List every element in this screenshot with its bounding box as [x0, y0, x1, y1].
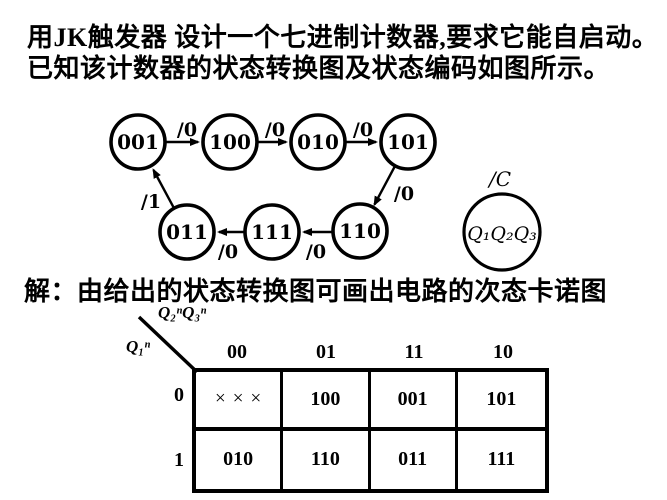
- problem-line-1: 用JK触发器 设计一个七进制计数器,要求它能自启动。: [27, 23, 659, 52]
- kmap-diagonal-line: [137, 315, 199, 374]
- state-node-101: [379, 113, 437, 171]
- kmap-row-header-1: 1: [174, 449, 184, 471]
- karnaugh-map: ××× 100 001 101 010 110 011 111: [192, 368, 549, 493]
- state-label: 111: [251, 220, 293, 244]
- state-node-001: [109, 113, 167, 171]
- kmap-cell-r1c2: 011: [371, 430, 458, 489]
- state-label: 110: [339, 219, 381, 243]
- kmap-column-header-01: 01: [316, 341, 336, 363]
- kmap-axis-left-label: Q₁ⁿ: [126, 337, 151, 356]
- solution-heading: 解：由给出的状态转换图可画出电路的次态卡诺图: [24, 277, 608, 306]
- state-label: 100: [209, 130, 251, 154]
- state-node-011: [158, 203, 216, 261]
- transition-arrows: [152, 138, 396, 236]
- arrow-011-001: [152, 168, 175, 208]
- kmap-cell-r0c2: 001: [370, 372, 458, 431]
- state-label: 011: [166, 220, 208, 244]
- kmap-row-header-0: 0: [174, 384, 184, 406]
- problem-line-2: 已知该计数器的状态转换图及状态编码如图所示。: [27, 54, 611, 83]
- kmap-column-header-10: 10: [493, 341, 513, 363]
- state-nodes: [109, 113, 542, 272]
- kmap-cell-r1c3: 111: [487, 448, 516, 471]
- problem-statement: 用JK触发器 设计一个七进制计数器,要求它能自启动。 已知该计数器的状态转换图及…: [27, 22, 658, 84]
- state-label: 101: [387, 130, 429, 154]
- kmap-axis-top-label: Q₂ⁿQ₃ⁿ: [158, 303, 207, 322]
- kmap-column-header-00: 00: [227, 341, 247, 363]
- kmap-cell-r0c1: 100: [283, 372, 371, 431]
- transition-label: /0: [218, 241, 238, 263]
- transition-label: /0: [265, 119, 285, 141]
- state-node-100: [201, 113, 259, 171]
- clock-label: /C: [487, 167, 511, 191]
- state-label: 001: [117, 130, 159, 154]
- transition-label: /0: [353, 119, 373, 141]
- transition-label: /0: [306, 241, 326, 263]
- kmap-cell-r0c3: 101: [457, 372, 545, 431]
- encoding-circle: [462, 192, 542, 272]
- state-node-110: [331, 202, 389, 260]
- transition-label: /1: [141, 191, 161, 213]
- transition-label: /0: [394, 183, 414, 205]
- kmap-cell-r0c0: ×××: [196, 372, 284, 431]
- encoding-state-code: Q₁Q₂Q₃: [467, 223, 537, 245]
- state-node-111: [243, 203, 301, 261]
- kmap-cell-r1c1: 110: [283, 430, 371, 489]
- transition-label: /0: [177, 119, 197, 141]
- state-label: 010: [297, 130, 339, 154]
- kmap-column-header-11: 11: [404, 341, 424, 363]
- state-node-010: [289, 113, 347, 171]
- kmap-cell-r1c0: 010: [196, 430, 284, 489]
- arrow-101-110: [373, 166, 396, 207]
